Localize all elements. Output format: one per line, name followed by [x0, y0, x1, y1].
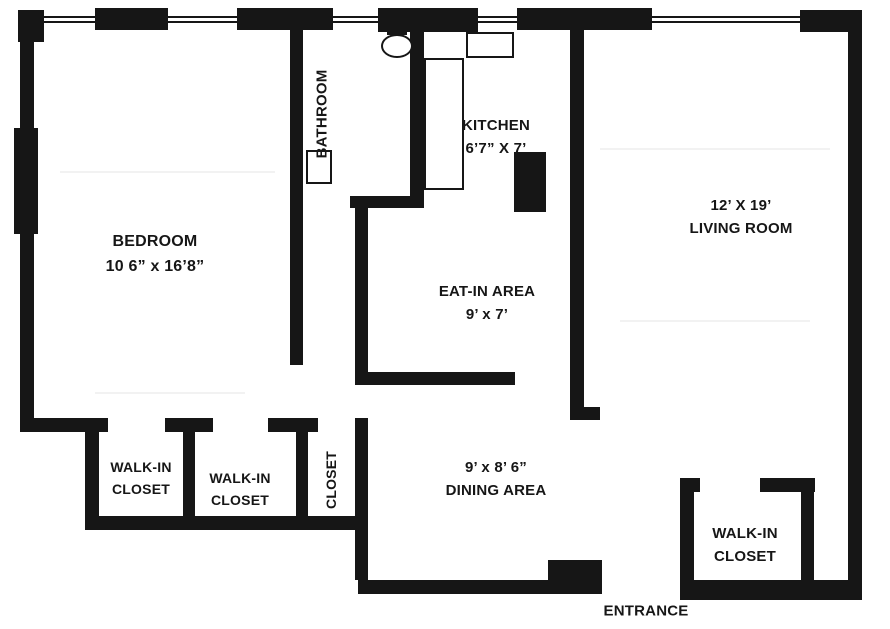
wall-segment: [237, 8, 333, 30]
eat-in-area-dims: 9’ x 7’: [465, 306, 509, 323]
dining-area-name: DINING AREA: [445, 482, 547, 499]
walk-in-closet-right-line1: WALK-IN: [712, 525, 778, 542]
wall-segment: [290, 28, 303, 365]
wall-segment: [95, 8, 168, 30]
kitchen-sink-icon: [466, 32, 514, 58]
wall-segment: [680, 478, 694, 592]
wall-segment: [801, 478, 814, 592]
living-room-dims: 12’ X 19’: [710, 197, 772, 214]
scan-streak: [620, 320, 810, 322]
bedroom-dims: 10 6” x 16’8”: [105, 258, 205, 275]
wall-segment: [355, 205, 368, 385]
wall-segment: [355, 372, 515, 385]
wall-segment: [85, 516, 368, 530]
wall-segment: [570, 28, 584, 420]
eat-in-area-name: EAT-IN AREA: [438, 283, 536, 300]
toilet-icon: [381, 34, 413, 58]
wall-segment: [410, 28, 424, 196]
wall-segment: [296, 430, 308, 518]
window-segment: [168, 16, 237, 23]
walk-in-closet-right-line2: CLOSET: [713, 548, 777, 565]
bathroom-label: BATHROOM: [313, 69, 331, 159]
scan-streak: [60, 171, 275, 173]
bedroom-name: BEDROOM: [112, 233, 198, 250]
wall-segment: [20, 10, 34, 128]
window-segment: [14, 128, 38, 234]
wall-segment: [20, 234, 34, 432]
walk-in-closet-left-label: WALK-IN CLOSET: [110, 456, 171, 500]
kitchen-label: KITCHEN 6’7” X 7’: [462, 114, 530, 160]
toilet-tank-icon: [387, 25, 407, 35]
walk-in-closet-mid-label: WALK-IN CLOSET: [209, 467, 270, 511]
walk-in-closet-mid-line1: WALK-IN: [209, 470, 271, 486]
dining-area-label: 9’ x 8’ 6” DINING AREA: [446, 456, 547, 502]
wall-segment: [350, 196, 424, 208]
wall-segment: [85, 418, 99, 530]
window-segment: [44, 16, 95, 23]
wall-segment: [517, 8, 652, 30]
wall-segment: [358, 580, 548, 594]
living-room-name: LIVING ROOM: [689, 220, 793, 237]
wall-segment: [848, 10, 862, 600]
kitchen-appliance-icon: [514, 152, 546, 212]
living-room-label: 12’ X 19’ LIVING ROOM: [689, 194, 792, 240]
wall-segment: [680, 580, 862, 600]
wall-segment: [570, 407, 600, 420]
wall-segment: [268, 418, 318, 432]
scan-streak: [600, 148, 830, 150]
walk-in-closet-mid-line2: CLOSET: [211, 492, 269, 508]
window-segment: [652, 16, 800, 23]
wall-segment: [355, 418, 368, 580]
walk-in-closet-right-label: WALK-IN CLOSET: [712, 522, 778, 568]
window-segment: [478, 16, 517, 23]
kitchen-dims: 6’7” X 7’: [465, 140, 527, 157]
wall-segment: [183, 430, 195, 518]
bedroom-label: BEDROOM 10 6” x 16’8”: [106, 229, 205, 279]
kitchen-counter-icon: [424, 58, 464, 190]
wall-segment: [800, 10, 862, 32]
entrance-label: ENTRANCE: [603, 602, 689, 620]
scan-streak: [95, 392, 245, 394]
walk-in-closet-left-line2: CLOSET: [112, 481, 170, 497]
kitchen-name: KITCHEN: [461, 117, 531, 134]
dining-area-dims: 9’ x 8’ 6”: [464, 459, 528, 476]
window-segment: [333, 16, 378, 23]
closet-label: CLOSET: [323, 451, 339, 509]
eat-in-area-label: EAT-IN AREA 9’ x 7’: [439, 280, 535, 326]
wall-segment: [165, 418, 213, 432]
bathroom-sink-icon: [306, 150, 332, 184]
entrance-door-block: [548, 560, 602, 594]
walk-in-closet-left-line1: WALK-IN: [110, 459, 172, 475]
